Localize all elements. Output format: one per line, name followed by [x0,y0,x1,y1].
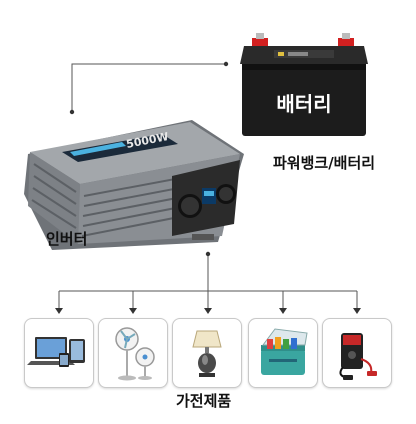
battery-label: 배터리 [276,92,332,116]
lamp-icon [192,330,222,377]
battery-image: 배터리 [238,30,370,140]
inverter-caption: 인버터 [46,230,88,248]
appliance-card-fan [98,318,168,388]
appliance-card-cooler [248,318,318,388]
cooler-box-icon [261,328,308,375]
fan-icon [115,327,155,381]
appliance-card-jump-starter [322,318,392,388]
powerbank-battery-caption: 파워뱅크/배터리 [273,154,376,172]
appliance-card-laptop [24,318,94,388]
laptop-devices-icon [27,337,85,367]
appliances-caption: 가전제품 [176,392,232,410]
appliance-card-lamp [172,318,242,388]
jump-starter-icon [339,333,377,380]
inverter-image: 5000W [22,114,248,252]
